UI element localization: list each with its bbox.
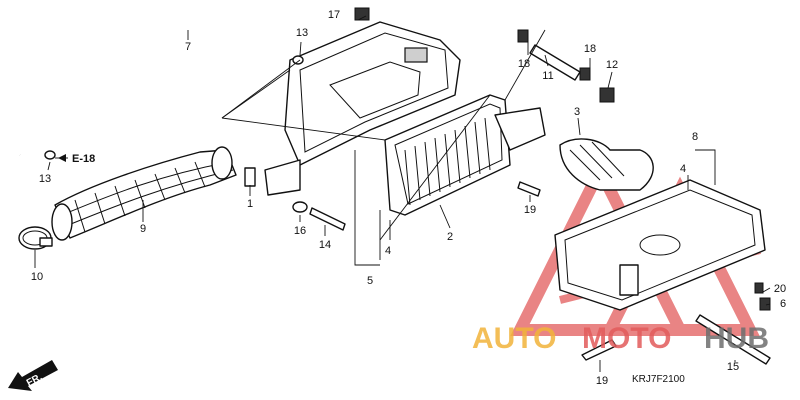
- callout-17: 17: [328, 9, 340, 21]
- breather-hose: [14, 16, 302, 156]
- front-direction-indicator: FR.: [8, 360, 58, 391]
- callout-1: 1: [247, 198, 253, 210]
- hardware: [44, 7, 771, 365]
- watermark-part-2: MOTO: [582, 322, 671, 355]
- callout-19a: 19: [524, 204, 536, 216]
- callout-3: 3: [574, 106, 580, 118]
- callout-2: 2: [447, 231, 453, 243]
- watermark-part-1: AUTO: [472, 322, 556, 355]
- reference-e18: E-18: [58, 153, 95, 165]
- callout-13a: 13: [296, 27, 308, 39]
- callout-labels: 1 2 3 4 4 5 6 7 8 9 10 11 12 13 13 14 15…: [31, 9, 786, 387]
- watermark-part-3: HUB: [704, 322, 769, 355]
- filter-pleats: [404, 117, 491, 206]
- intake-duct: [559, 138, 654, 191]
- callout-15: 15: [727, 361, 739, 373]
- callout-18b: 18: [584, 43, 596, 55]
- callout-7: 7: [185, 41, 191, 53]
- watermark-text: AUTO MOTO HUB: [472, 322, 769, 355]
- callout-4a: 4: [385, 245, 391, 257]
- callout-16: 16: [294, 225, 306, 237]
- callout-19b: 19: [596, 375, 608, 387]
- hose-clamp: [18, 226, 53, 250]
- callout-11: 11: [542, 70, 553, 82]
- callout-12: 12: [606, 59, 618, 71]
- callout-9: 9: [140, 223, 146, 235]
- reference-label: E-18: [72, 153, 95, 165]
- arrow-left-icon: [58, 154, 66, 162]
- callout-4b: 4: [680, 163, 686, 175]
- callout-8: 8: [692, 131, 698, 143]
- callout-14: 14: [319, 239, 331, 251]
- connecting-tube: [51, 146, 237, 241]
- arrow-front-icon: [8, 360, 58, 391]
- tube-mesh-pattern: [61, 161, 234, 233]
- diagram-code: KRJ7F2100: [632, 374, 685, 385]
- air-cleaner-cover: [554, 179, 766, 311]
- callout-20: 20: [774, 283, 786, 295]
- callout-6: 6: [780, 298, 786, 310]
- callout-13b: 13: [39, 173, 51, 185]
- callout-5: 5: [367, 275, 373, 287]
- air-cleaner-case: [264, 21, 461, 196]
- filter-element: [384, 94, 546, 216]
- callout-18a: 18: [518, 58, 530, 70]
- callout-10: 10: [31, 271, 43, 283]
